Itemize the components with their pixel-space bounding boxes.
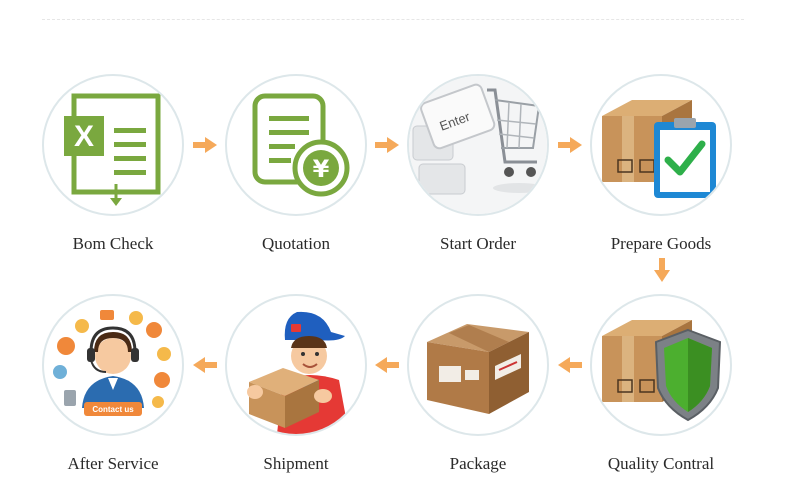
step-label-shipment: Shipment <box>263 454 329 473</box>
box-shield-icon <box>590 294 732 436</box>
sealed-package-icon <box>407 294 549 436</box>
quotation-document-icon: ¥ <box>225 74 367 216</box>
delivery-man-icon <box>225 294 367 436</box>
arrow-right-icon <box>375 137 399 153</box>
arrow-right-icon <box>193 137 217 153</box>
step-label-quality-control: Quality Contral <box>607 454 715 473</box>
step-label-start-order: Start Order <box>439 234 516 253</box>
arrow-left-icon <box>193 357 217 373</box>
yen-symbol: ¥ <box>313 155 330 183</box>
arrow-down-icon <box>654 258 670 282</box>
step-label-package: Package <box>449 454 507 473</box>
arrow-left-icon <box>375 357 399 373</box>
arrow-left-icon <box>558 357 582 373</box>
enter-key-cart-icon: Enter <box>407 74 549 216</box>
svg-text:X: X <box>74 120 94 153</box>
step-label-prepare-goods: Prepare Goods <box>610 234 712 253</box>
top-divider <box>42 19 744 20</box>
step-label-bom-check: Bom Check <box>72 234 154 253</box>
step-label-after-service: After Service <box>67 454 159 473</box>
spreadsheet-icon: X <box>42 74 184 216</box>
customer-support-icon: Contact us <box>42 294 184 436</box>
box-clipboard-check-icon <box>590 74 732 216</box>
contact-us-badge: Contact us <box>92 405 134 414</box>
arrow-right-icon <box>558 137 582 153</box>
step-label-quotation: Quotation <box>262 234 330 253</box>
